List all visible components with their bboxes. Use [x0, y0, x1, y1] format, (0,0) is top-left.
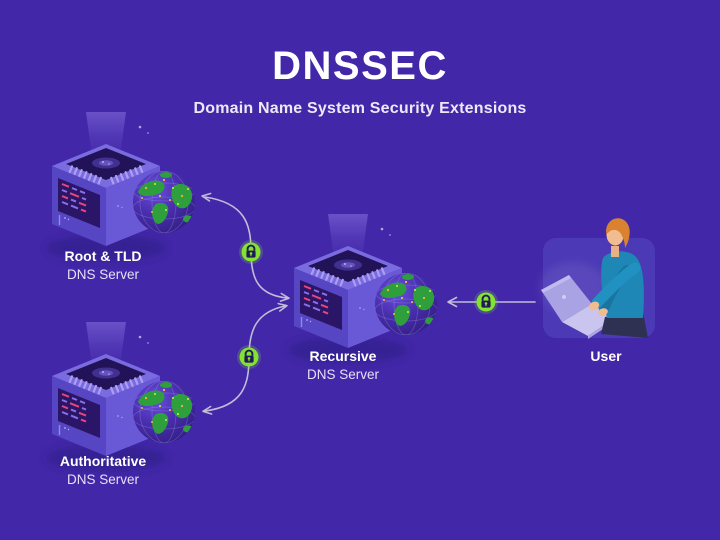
user-pants	[601, 312, 648, 338]
node-subtitle: DNS Server	[306, 366, 379, 382]
node-subtitle: DNS Server	[66, 266, 139, 282]
node-title: Authoritative	[59, 453, 147, 469]
arrowhead-to-authoritative	[202, 405, 213, 415]
lock-icon	[238, 239, 264, 265]
node-subtitle: DNS Server	[66, 471, 139, 487]
label-authoritative-server: Authoritative DNS Server	[33, 453, 173, 487]
recursive-server-illustration	[288, 214, 437, 363]
user-hair	[606, 218, 630, 248]
root-tld-server-illustration	[46, 112, 195, 261]
label-recursive-server: Recursive DNS Server	[273, 348, 413, 382]
arrowhead-to-recursive-upper	[279, 292, 290, 302]
arrowhead-to-recursive-lower	[277, 302, 288, 312]
arrowhead-to-recursive-right	[447, 296, 458, 308]
node-title: Recursive	[309, 348, 377, 364]
label-user: User	[536, 348, 676, 367]
lock-icon	[236, 344, 262, 370]
lock-icon	[473, 289, 499, 315]
node-title: Root & TLD	[64, 248, 142, 264]
page-title: DNSSEC	[272, 44, 448, 88]
label-root-tld-server: Root & TLD DNS Server	[33, 248, 173, 282]
authoritative-server-illustration	[46, 322, 195, 471]
page-subtitle: Domain Name System Security Extensions	[193, 100, 527, 117]
node-title: User	[590, 348, 622, 364]
arrowhead-to-root	[201, 192, 212, 202]
user-at-laptop-illustration	[539, 218, 655, 339]
